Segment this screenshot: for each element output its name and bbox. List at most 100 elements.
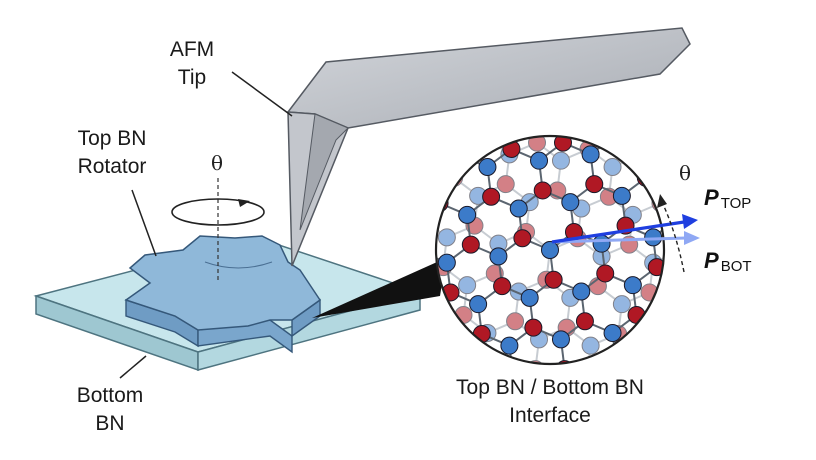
boron-atom [581, 145, 600, 164]
boron-atom [561, 193, 580, 212]
boron-atom [551, 330, 570, 349]
nitrogen-atom [445, 168, 464, 187]
leader-lines [119, 71, 293, 379]
nitrogen-atom [524, 318, 543, 337]
nitrogen-atom [414, 211, 431, 228]
lattice-bond [645, 176, 664, 191]
boron-atom [603, 323, 622, 342]
afm-cantilever [286, 27, 691, 267]
boron-atom [436, 317, 445, 336]
nitrogen-atom [596, 264, 615, 283]
boron-atom [458, 205, 477, 224]
lattice-bond [641, 147, 647, 178]
interface-label-line1: Top BN / Bottom BN [456, 376, 644, 399]
lattice-bond [614, 136, 643, 149]
lattice-bond [436, 202, 441, 222]
nitrogen-atom [631, 146, 650, 165]
boron-atom [458, 276, 477, 295]
boron-atom [584, 111, 601, 128]
boron-atom [489, 247, 508, 266]
bottom-bn-label-line2: BN [95, 412, 124, 435]
interface-lattice-lens [407, 104, 693, 366]
boron-atom [478, 158, 497, 177]
boron-atom [551, 151, 570, 170]
nitrogen-atom [506, 312, 525, 331]
afm-tip-label-line1: AFM [170, 38, 214, 61]
nitrogen-atom [461, 235, 480, 254]
boron-atom [532, 104, 549, 121]
boron-atom [448, 342, 467, 361]
boron-atom [581, 336, 600, 355]
lattice-bond [423, 190, 427, 220]
nitrogen-atom [544, 270, 563, 289]
boron-atom [551, 104, 568, 121]
top-bn-label-line2: Rotator [78, 155, 147, 178]
boron-atom [665, 302, 682, 319]
boron-atom [612, 186, 631, 205]
boron-atom [633, 342, 652, 361]
boron-atom [655, 317, 664, 336]
afm-tip-label-line2: Tip [178, 66, 206, 89]
nitrogen-atom [493, 277, 512, 296]
nitrogen-atom [533, 181, 552, 200]
lattice-bond [457, 136, 486, 149]
lattice-bond [436, 173, 441, 204]
boron-atom [520, 288, 539, 307]
nitrogen-atom [496, 175, 515, 194]
boron-atom [469, 295, 488, 314]
boron-atom [418, 181, 435, 198]
boron-atom [541, 241, 559, 259]
nitrogen-atom [476, 136, 495, 146]
boron-atom [592, 234, 611, 253]
top-bn-rotator [124, 235, 322, 354]
lattice-bond [673, 190, 677, 220]
boron-atom [448, 139, 467, 158]
top-bn-label-line1: Top BN [78, 127, 147, 150]
boron-atom [676, 270, 693, 287]
lattice-bond [416, 221, 420, 251]
lattice-bond [453, 147, 459, 178]
nitrogen-atom [526, 360, 545, 364]
nitrogen-atom [472, 324, 491, 343]
boron-atom [572, 282, 591, 301]
nitrogen-atom [585, 175, 604, 194]
bottom-bn-label-line1: Bottom [77, 384, 144, 407]
nitrogen-atom [605, 136, 624, 146]
nitrogen-atom [450, 146, 469, 165]
boron-atom [500, 336, 519, 355]
boron-atom [437, 228, 456, 247]
boron-atom [499, 111, 516, 128]
interface-label-line2: Interface [509, 404, 591, 427]
nitrogen-atom [636, 168, 655, 187]
boron-atom [530, 151, 549, 170]
boron-atom [436, 164, 445, 183]
boron-atom [509, 199, 528, 218]
nitrogen-atom [575, 312, 594, 331]
rotation-indicator [171, 178, 265, 280]
boron-atom [437, 253, 456, 272]
polarization-vectors [551, 194, 700, 273]
nitrogen-atom [482, 187, 501, 206]
rotation-axis-theta: θ [211, 151, 223, 175]
nitrogen-atom [513, 229, 532, 248]
boron-atom [655, 164, 664, 183]
lattice-bond [436, 176, 455, 191]
lattice-bond [659, 202, 664, 222]
nitrogen-atom [411, 242, 428, 259]
boron-atom [407, 213, 424, 230]
lattice-bond [436, 154, 461, 175]
lattice-bond [639, 154, 664, 175]
nitrogen-atom [474, 353, 493, 364]
nitrogen-atom [555, 360, 574, 364]
vector-angle-theta: θ [679, 161, 691, 185]
boron-atom [603, 158, 622, 177]
boron-atom [633, 139, 652, 158]
zoom-callout-wedge [312, 258, 446, 318]
nitrogen-atom [607, 353, 626, 364]
boron-atom [623, 276, 642, 295]
boron-atom [612, 295, 631, 314]
